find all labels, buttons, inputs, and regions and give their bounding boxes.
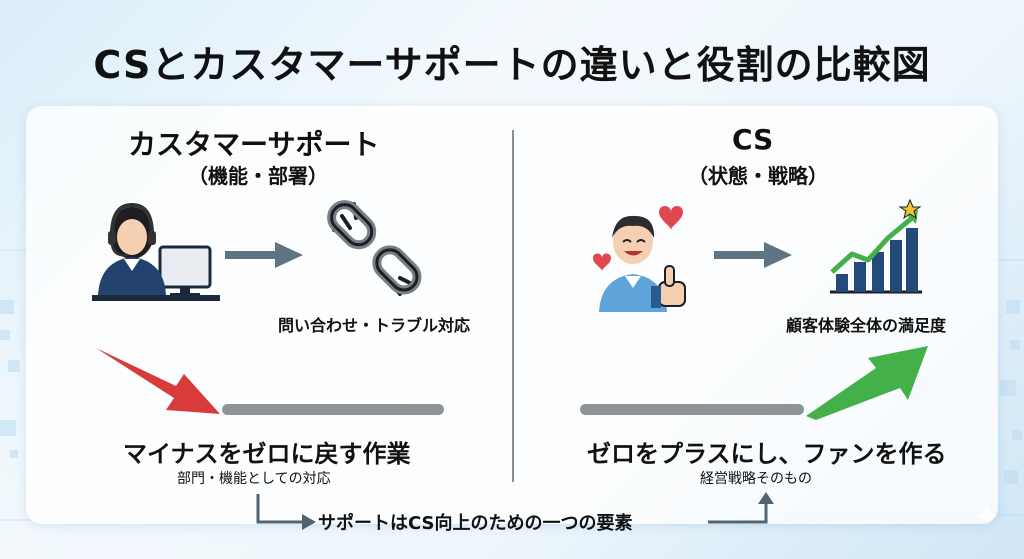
left-heading: カスタマーサポート <box>128 128 380 161</box>
green-arrow <box>806 346 928 420</box>
right-caption: 顧客体験全体の満足度 <box>786 316 947 335</box>
growth-chart-icon <box>830 198 922 294</box>
sparkle-icon <box>976 504 998 526</box>
left-sub-label: 部門・機能としての対応 <box>177 471 331 487</box>
right-sub-label: 経営戦略そのもの <box>700 471 812 487</box>
left-caption: 問い合わせ・トラブル対応 <box>278 316 471 335</box>
right-zero-bar <box>580 404 804 415</box>
headset-operator-icon <box>92 202 220 301</box>
red-arrow <box>96 348 220 414</box>
right-heading: CS <box>732 123 774 156</box>
left-arrow <box>225 242 303 268</box>
bottom-note: サポートはCS向上のための一つの要素 <box>318 513 633 534</box>
right-arrow <box>714 242 792 268</box>
left-zero-bar <box>222 404 444 415</box>
left-subheading: （機能・部署） <box>188 164 328 188</box>
broken-chain-icon <box>327 200 422 296</box>
bottom-right-flow-arrow <box>708 492 774 524</box>
right-subheading: （状態・戦略） <box>688 164 828 188</box>
center-divider <box>512 130 514 482</box>
page-title: CSとカスタマーサポートの違いと役割の比較図 <box>93 43 931 87</box>
right-main-label: ゼロをプラスにし、ファンを作る <box>587 440 947 468</box>
thumbs-up-customer-icon <box>593 206 686 312</box>
bottom-left-flow-arrow <box>256 494 316 530</box>
left-main-label: マイナスをゼロに戻す作業 <box>123 440 411 468</box>
